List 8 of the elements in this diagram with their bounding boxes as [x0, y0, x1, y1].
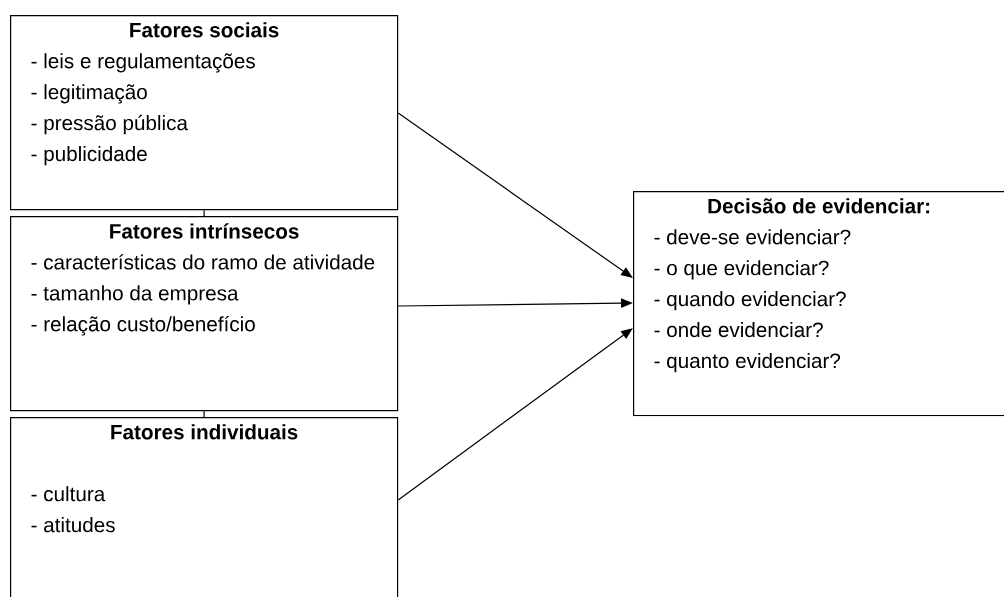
text-box: Fatores sociais - leis e regulamentações - legitimação - pressão pública - publicidade	[10, 15, 399, 211]
connector-line	[203, 410, 205, 418]
connector-line	[203, 209, 205, 217]
text-box: Fatores intrínsecos - características do ramo de atividade - tamanho da empresa - relação custo/benefício	[10, 216, 399, 412]
text-box: Decisão de evidenciar: - deve-se evidenciar? - o que evidenciar? - quando evidenciar? - onde evidenciar? - quanto evidenciar?	[633, 191, 1004, 417]
arrow	[397, 328, 633, 501]
arrow	[397, 112, 633, 278]
text-box: Fatores individuais - cultura - atitudes	[10, 417, 399, 597]
